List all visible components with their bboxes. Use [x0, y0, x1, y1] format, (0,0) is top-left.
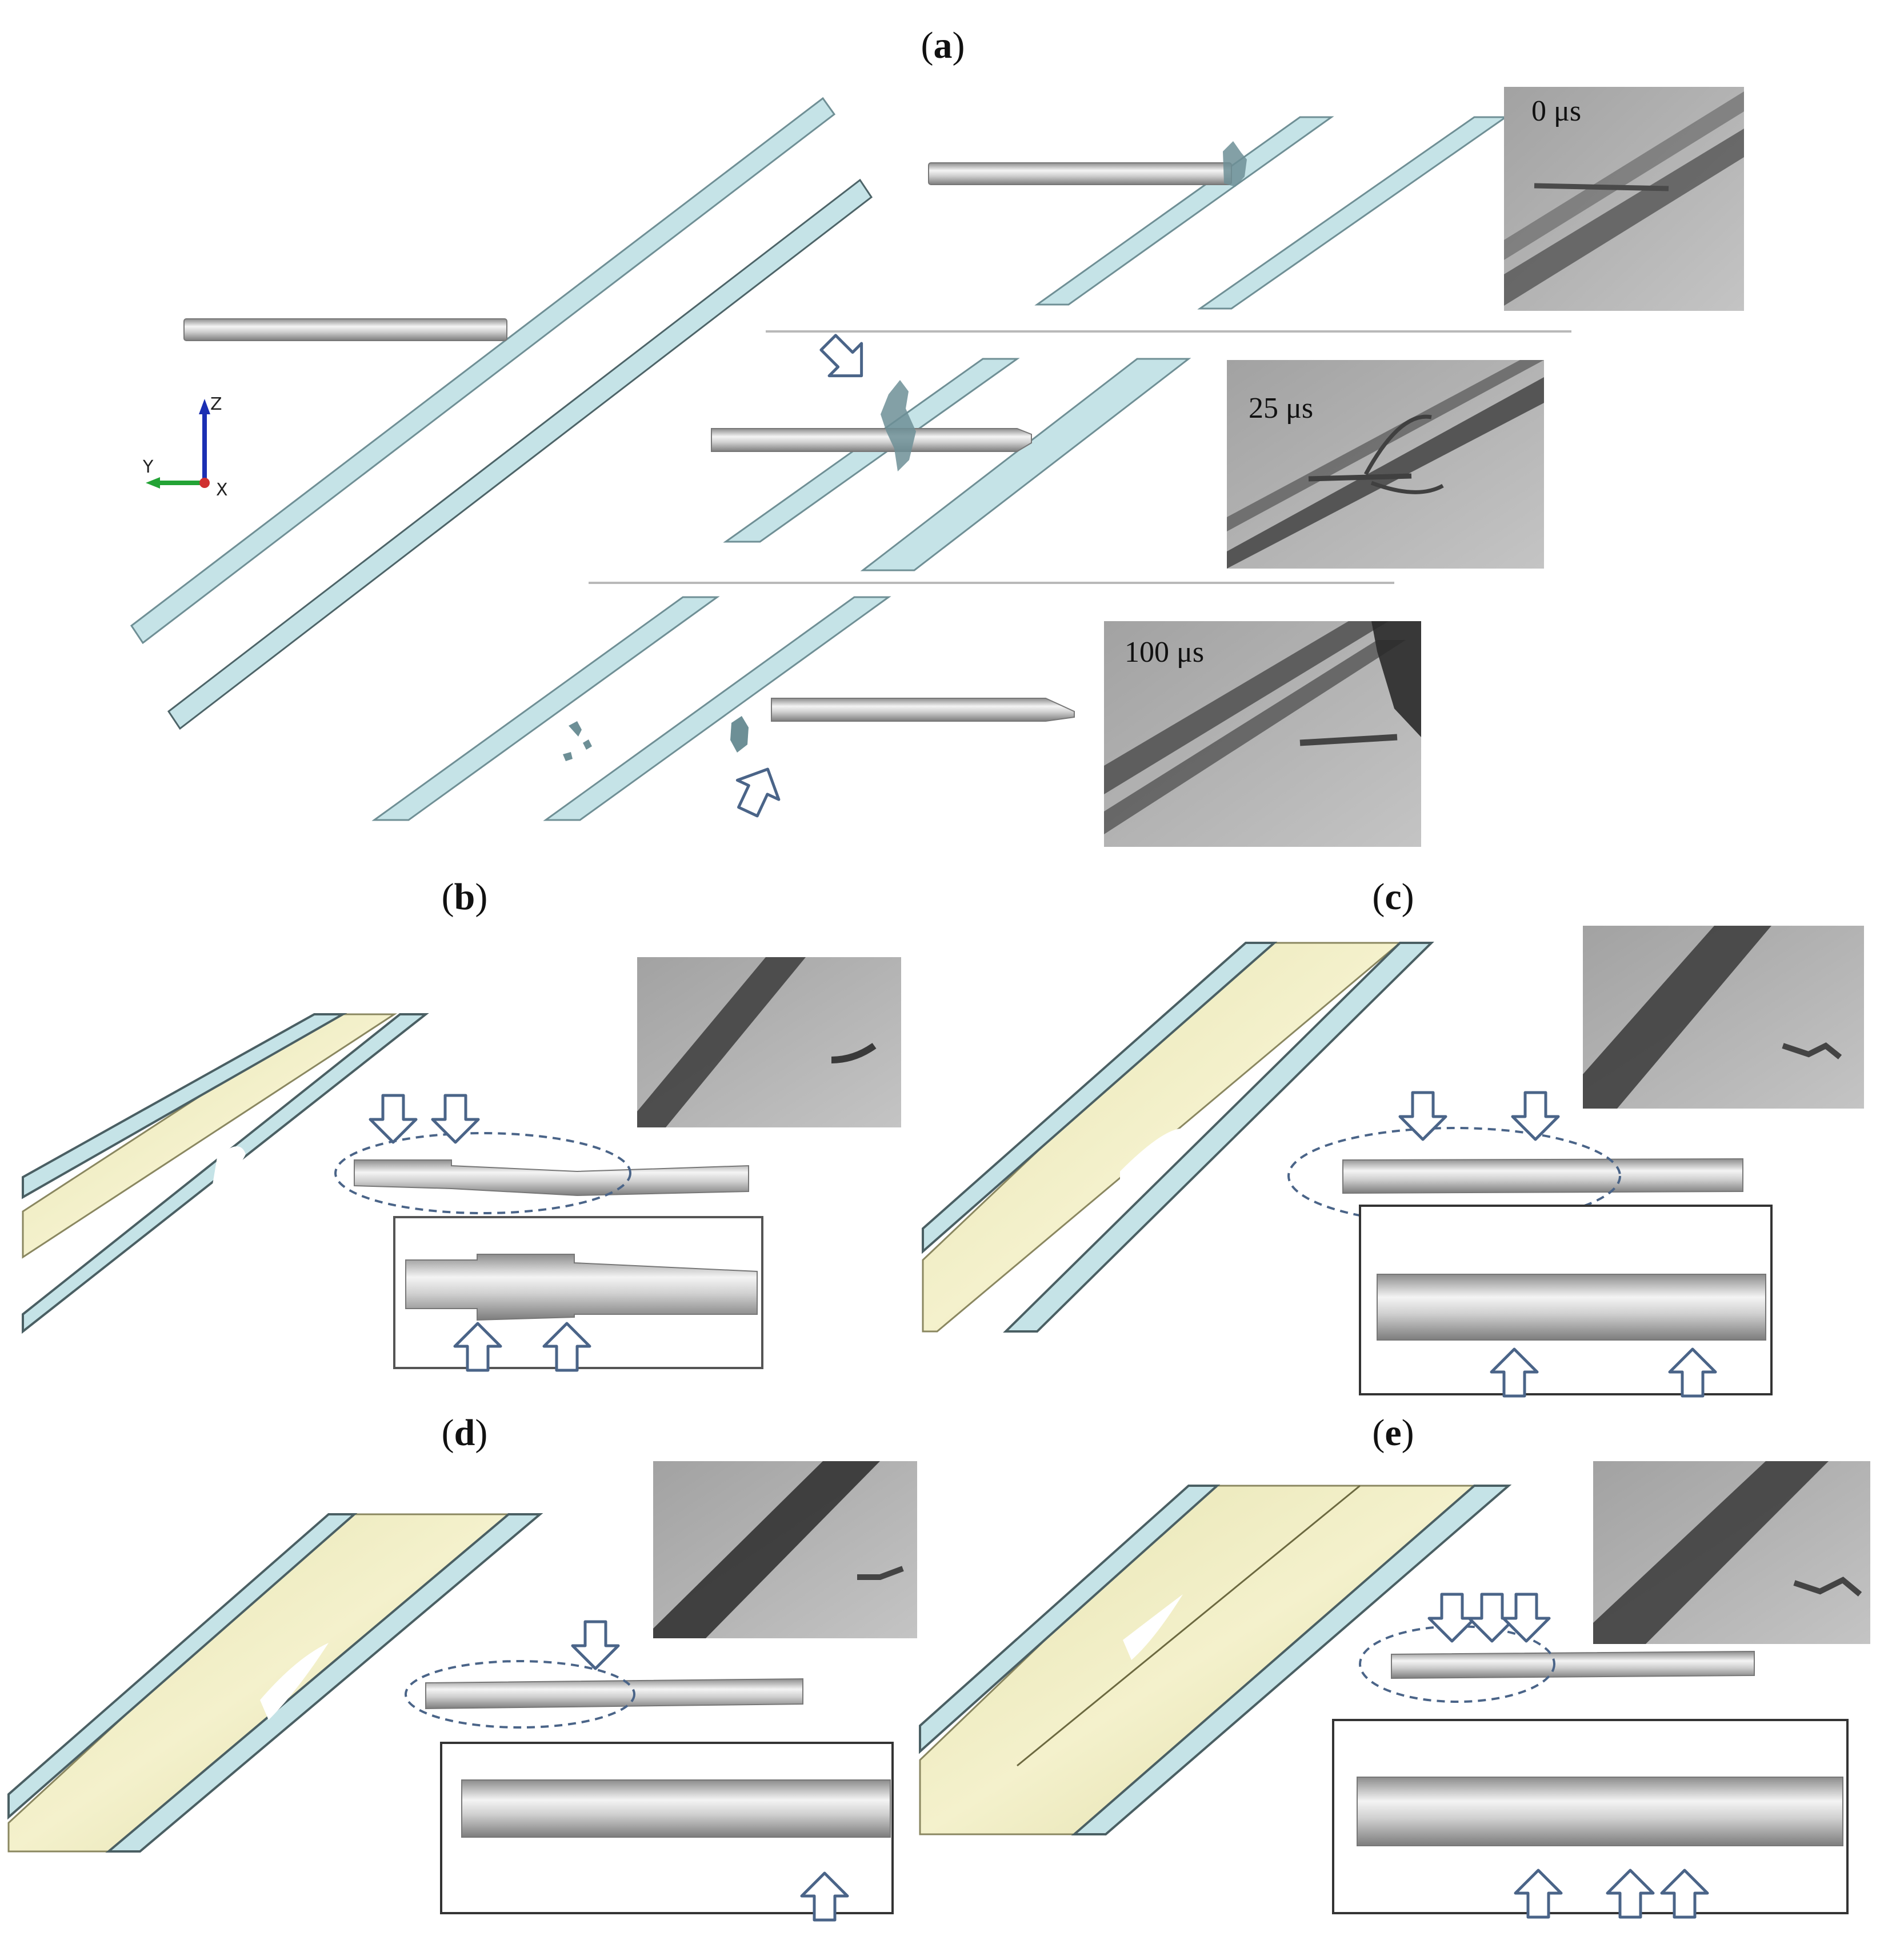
rod-c	[1342, 1158, 1743, 1194]
inner-layer-b	[22, 1013, 398, 1259]
plate-rear-0us	[1197, 116, 1509, 310]
plate-rear-initial	[167, 178, 873, 730]
panel-label-a: (a)	[921, 25, 965, 66]
panel-label-c: (c)	[1372, 876, 1414, 918]
rod-b	[354, 1159, 749, 1197]
axis-label-x: X	[216, 480, 228, 500]
photo-c	[1583, 926, 1864, 1109]
seam-e	[1017, 1485, 1361, 1767]
plate-lower-c	[1003, 942, 1434, 1333]
projectile-rod-0us	[928, 162, 1232, 185]
rod-zoom-b	[405, 1254, 758, 1321]
plate-lower-d	[105, 1513, 543, 1853]
rod-zoom-e	[1357, 1777, 1843, 1846]
plate-upper-b	[22, 1013, 347, 1199]
plate-front-100us	[371, 596, 720, 821]
panel-label-d: (d)	[441, 1412, 488, 1454]
timestamp-25us: 25 μs	[1249, 392, 1314, 425]
gap-c	[1120, 1129, 1180, 1197]
projectile-rod-initial	[183, 318, 507, 341]
panel-b-drawing	[22, 1013, 763, 1370]
projectile-rod-25us	[711, 428, 1032, 452]
photo-d	[653, 1461, 917, 1638]
photo-e	[1593, 1461, 1870, 1644]
plate-front-0us	[1034, 116, 1334, 306]
gap-b	[211, 1146, 246, 1191]
panel-label-b: (b)	[441, 876, 488, 918]
axis-label-z: Z	[210, 394, 222, 414]
plate-rear-25us	[860, 358, 1191, 571]
axis-label-y: Y	[143, 457, 154, 477]
rod-zoom-c	[1377, 1274, 1766, 1341]
rod-d	[425, 1678, 803, 1710]
plate-rear-100us	[543, 596, 891, 821]
panel-c-drawing	[922, 942, 1773, 1396]
impact-debris-100us-a	[563, 721, 592, 761]
projectile-rod-100us	[771, 698, 1075, 722]
photo-100us	[1104, 621, 1421, 847]
plate-upper-c	[922, 942, 1278, 1254]
impact-debris-100us-b	[730, 716, 749, 753]
plate-lower-e	[1071, 1485, 1512, 1835]
gap-e	[1123, 1594, 1183, 1660]
dashed-ellipse-b	[334, 1132, 631, 1214]
plate-upper-e	[919, 1485, 1221, 1754]
dashed-ellipse-d	[405, 1660, 635, 1729]
impact-debris-25us	[881, 380, 916, 471]
rod-zoom-d	[461, 1779, 891, 1838]
rod-e	[1391, 1650, 1755, 1679]
panel-a-drawing	[130, 97, 1571, 821]
panel-label-e: (e)	[1372, 1412, 1414, 1454]
photo-b	[637, 957, 901, 1127]
plate-upper-d	[7, 1513, 358, 1820]
timestamp-100us: 100 μs	[1125, 636, 1205, 669]
timestamp-0us: 0 μs	[1531, 95, 1582, 127]
gap-d	[260, 1643, 329, 1720]
plate-front-initial	[130, 97, 836, 645]
impact-debris-0us	[1223, 141, 1247, 187]
photo-25us	[1227, 360, 1544, 569]
panel-e-drawing	[919, 1485, 1849, 1917]
xyz-axis-icon	[146, 399, 210, 489]
photo-0us	[1504, 87, 1744, 311]
panel-d-drawing	[7, 1513, 894, 1920]
